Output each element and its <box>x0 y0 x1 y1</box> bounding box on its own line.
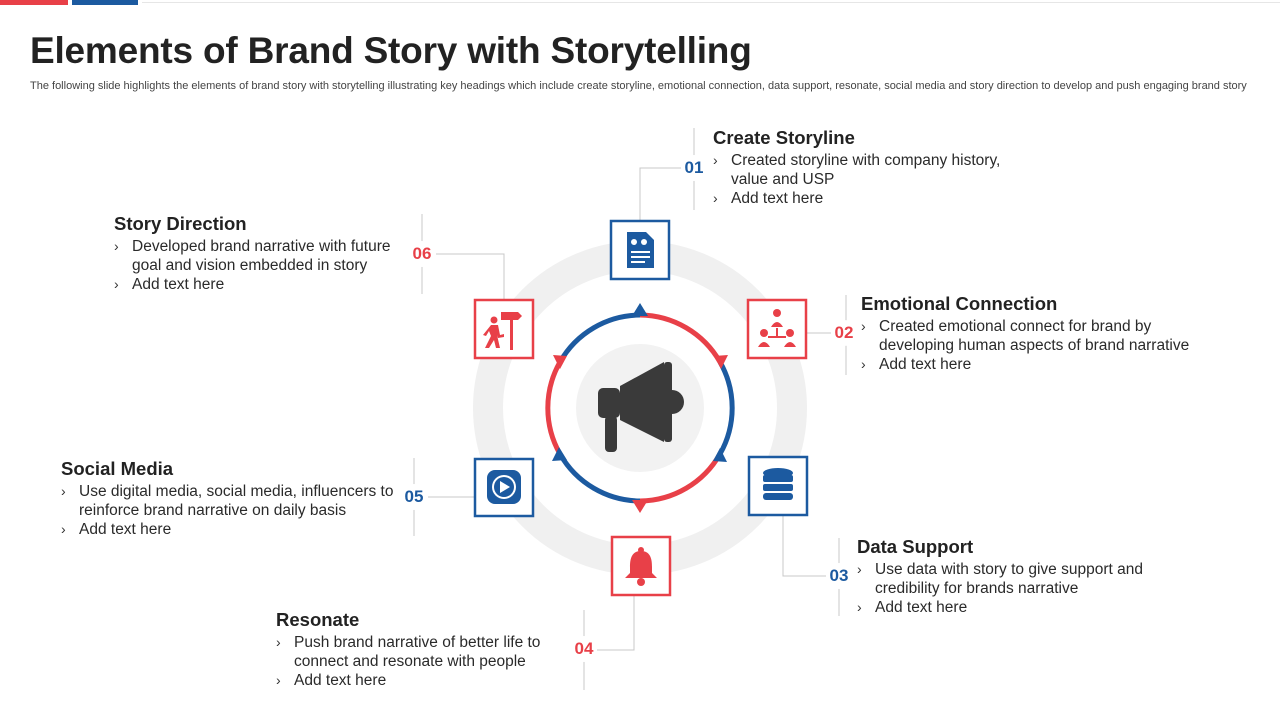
list-item: › Add text here <box>61 520 396 539</box>
bullet-text: Use data with story to give support and … <box>875 561 1143 597</box>
list-item: › Add text here <box>276 671 561 690</box>
item-story-direction: Story Direction › Developed brand narrati… <box>114 213 406 294</box>
list-item: › Add text here <box>857 598 1157 617</box>
bullet-list: › Created storyline with company history,… <box>713 151 1023 208</box>
number-badge-05: 05 <box>401 484 427 510</box>
arrowhead-top <box>632 303 648 316</box>
chevron-right-icon: › <box>861 318 866 334</box>
arc-top-right <box>639 312 723 364</box>
list-item: › Created emotional connect for brand by … <box>861 317 1206 355</box>
item-title: Data Support <box>857 536 974 557</box>
chevron-right-icon: › <box>713 152 718 168</box>
chevron-right-icon: › <box>276 634 281 650</box>
arc-bottom-left <box>557 452 641 504</box>
icon-box-04 <box>610 535 672 597</box>
arrowhead-top-right <box>714 355 728 369</box>
bullet-text: Add text here <box>79 521 172 538</box>
people-network-icon <box>758 309 796 347</box>
chevron-right-icon: › <box>61 521 66 537</box>
number-badge-04: 04 <box>571 636 597 662</box>
item-title: Story Direction <box>114 213 247 234</box>
bullet-list: › Created emotional connect for brand by … <box>861 317 1206 374</box>
icon-box-03 <box>747 455 809 517</box>
list-item: › Use data with story to give support and… <box>857 560 1157 598</box>
number-badge-01: 01 <box>681 155 707 181</box>
item-resonate: Resonate › Push brand narrative of better… <box>276 609 561 690</box>
accent-red <box>0 0 68 5</box>
item-emotional-connection: Emotional Connection › Created emotional … <box>861 293 1206 374</box>
icon-box-01 <box>609 219 671 281</box>
arc-top-left <box>557 312 641 364</box>
list-item: › Add text here <box>114 275 406 294</box>
chevron-right-icon: › <box>857 561 862 577</box>
chevron-right-icon: › <box>276 672 281 688</box>
list-item: › Add text here <box>713 189 1023 208</box>
number-badge-02: 02 <box>831 320 857 346</box>
arrowhead-bottom-left <box>552 447 567 461</box>
bullet-list: › Use data with story to give support and… <box>857 560 1157 617</box>
item-data-support: Data Support › Use data with story to giv… <box>857 536 1157 617</box>
bullet-list: › Developed brand narrative with future g… <box>114 237 406 294</box>
bullet-list: › Push brand narrative of better life to … <box>276 633 561 690</box>
bullet-text: Add text here <box>132 276 225 293</box>
number-badge-03: 03 <box>826 563 852 589</box>
icon-box-05 <box>473 457 535 518</box>
item-title: Social Media <box>61 458 174 479</box>
play-icon <box>487 470 521 504</box>
list-item: › Push brand narrative of better life to … <box>276 633 561 671</box>
cycle-arrowheads <box>552 303 728 513</box>
page-title: Elements of Brand Story with Storytellin… <box>30 30 752 71</box>
bullet-list: › Use digital media, social media, influe… <box>61 482 396 539</box>
arc-left <box>545 360 563 456</box>
database-icon <box>763 468 793 500</box>
bullet-text: Add text here <box>294 672 387 689</box>
top-accent-bar <box>0 0 1280 5</box>
icon-box-02 <box>746 298 808 360</box>
arrowhead-top-left <box>553 355 567 369</box>
list-item: › Add text here <box>861 355 1206 374</box>
chevron-right-icon: › <box>114 238 119 254</box>
item-title: Resonate <box>276 609 360 630</box>
arrowhead-bottom-right <box>713 448 727 462</box>
bullet-text: Add text here <box>879 356 972 373</box>
chevron-right-icon: › <box>114 276 119 292</box>
list-item: › Developed brand narrative with future g… <box>114 237 406 275</box>
megaphone-icon <box>598 362 684 452</box>
top-rule <box>142 2 1280 3</box>
bell-icon <box>625 547 657 586</box>
list-item: › Created storyline with company history,… <box>713 151 1023 189</box>
bullet-text: Created storyline with company history, … <box>731 152 1001 188</box>
chevron-right-icon: › <box>61 483 66 499</box>
chevron-right-icon: › <box>713 190 718 206</box>
number-badge-06: 06 <box>409 241 435 267</box>
bullet-text: Developed brand narrative with future go… <box>132 238 391 274</box>
item-title: Emotional Connection <box>861 293 1058 314</box>
bullet-text: Push brand narrative of better life to c… <box>294 634 541 670</box>
arrowhead-bottom <box>632 500 648 513</box>
arc-bottom-right <box>639 452 723 504</box>
chevron-right-icon: › <box>861 356 866 372</box>
bullet-text: Add text here <box>875 599 968 616</box>
bullet-text: Add text here <box>731 190 824 207</box>
icon-box-06 <box>473 298 535 360</box>
bullet-text: Use digital media, social media, influen… <box>79 483 394 519</box>
item-social-media: Social Media › Use digital media, social … <box>61 458 396 539</box>
item-title: Create Storyline <box>713 127 855 148</box>
direction-sign-icon <box>483 312 522 350</box>
list-item: › Use digital media, social media, influe… <box>61 482 396 520</box>
accent-blue <box>72 0 138 5</box>
page-subtitle: The following slide highlights the eleme… <box>30 80 1247 92</box>
document-icon <box>627 232 654 268</box>
arc-right <box>717 360 735 456</box>
bullet-text: Created emotional connect for brand by d… <box>879 318 1190 354</box>
chevron-right-icon: › <box>857 599 862 615</box>
item-create-storyline: Create Storyline › Created storyline with… <box>713 127 1023 208</box>
cycle-arcs <box>545 312 735 504</box>
